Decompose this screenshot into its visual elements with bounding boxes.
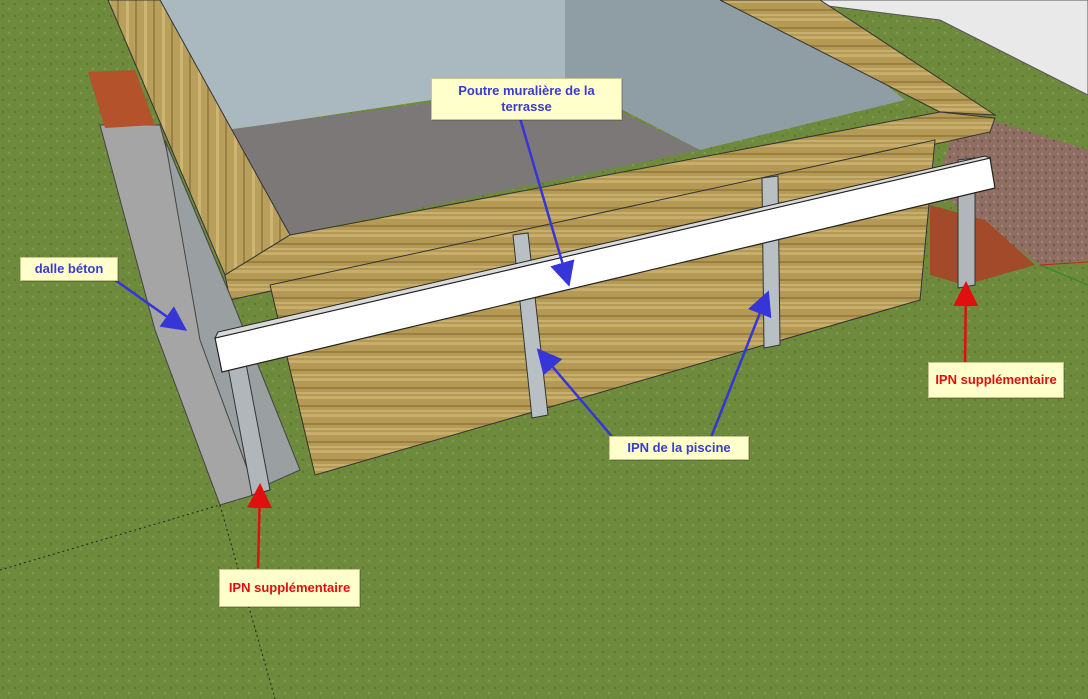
label-ipn-piscine: IPN de la piscine <box>609 436 749 460</box>
label-poutre-text: Poutre muralière de la terrasse <box>458 83 595 114</box>
label-ipn-supp-right-text: IPN supplémentaire <box>935 372 1057 387</box>
label-ipn-piscine-text: IPN de la piscine <box>627 440 731 455</box>
label-ipn-supp-left-text: IPN supplémentaire <box>228 580 351 595</box>
pool-water-left <box>160 0 565 130</box>
arrow-dalle <box>107 273 188 331</box>
arrow-supp-left <box>247 483 272 569</box>
arrow-ipn-1 <box>536 348 616 441</box>
label-ipn-supp-left: IPN supplémentaire <box>219 569 360 607</box>
arrow-poutre <box>518 117 575 287</box>
label-poutre: Poutre muralière de la terrasse <box>431 78 622 120</box>
axis-red <box>1039 261 1088 266</box>
gravel-bed <box>935 110 1088 265</box>
house-wall <box>779 0 1088 96</box>
arrow-supp-right <box>953 281 979 363</box>
soil-patch-left <box>88 70 155 128</box>
guide-line <box>0 504 221 571</box>
pool-floor <box>225 85 700 235</box>
arrow-ipn-2 <box>708 290 772 441</box>
label-ipn-supp-right: IPN supplémentaire <box>928 362 1064 398</box>
ipn-post-2 <box>761 175 781 349</box>
soil-patch-right <box>930 205 1035 285</box>
wall-beam-top <box>214 155 992 339</box>
label-dalle-text: dalle béton <box>34 261 104 276</box>
coping-right <box>719 0 997 116</box>
label-dalle: dalle béton <box>20 257 118 281</box>
pool-wall-left <box>164 139 301 491</box>
axis-green <box>1039 264 1088 286</box>
